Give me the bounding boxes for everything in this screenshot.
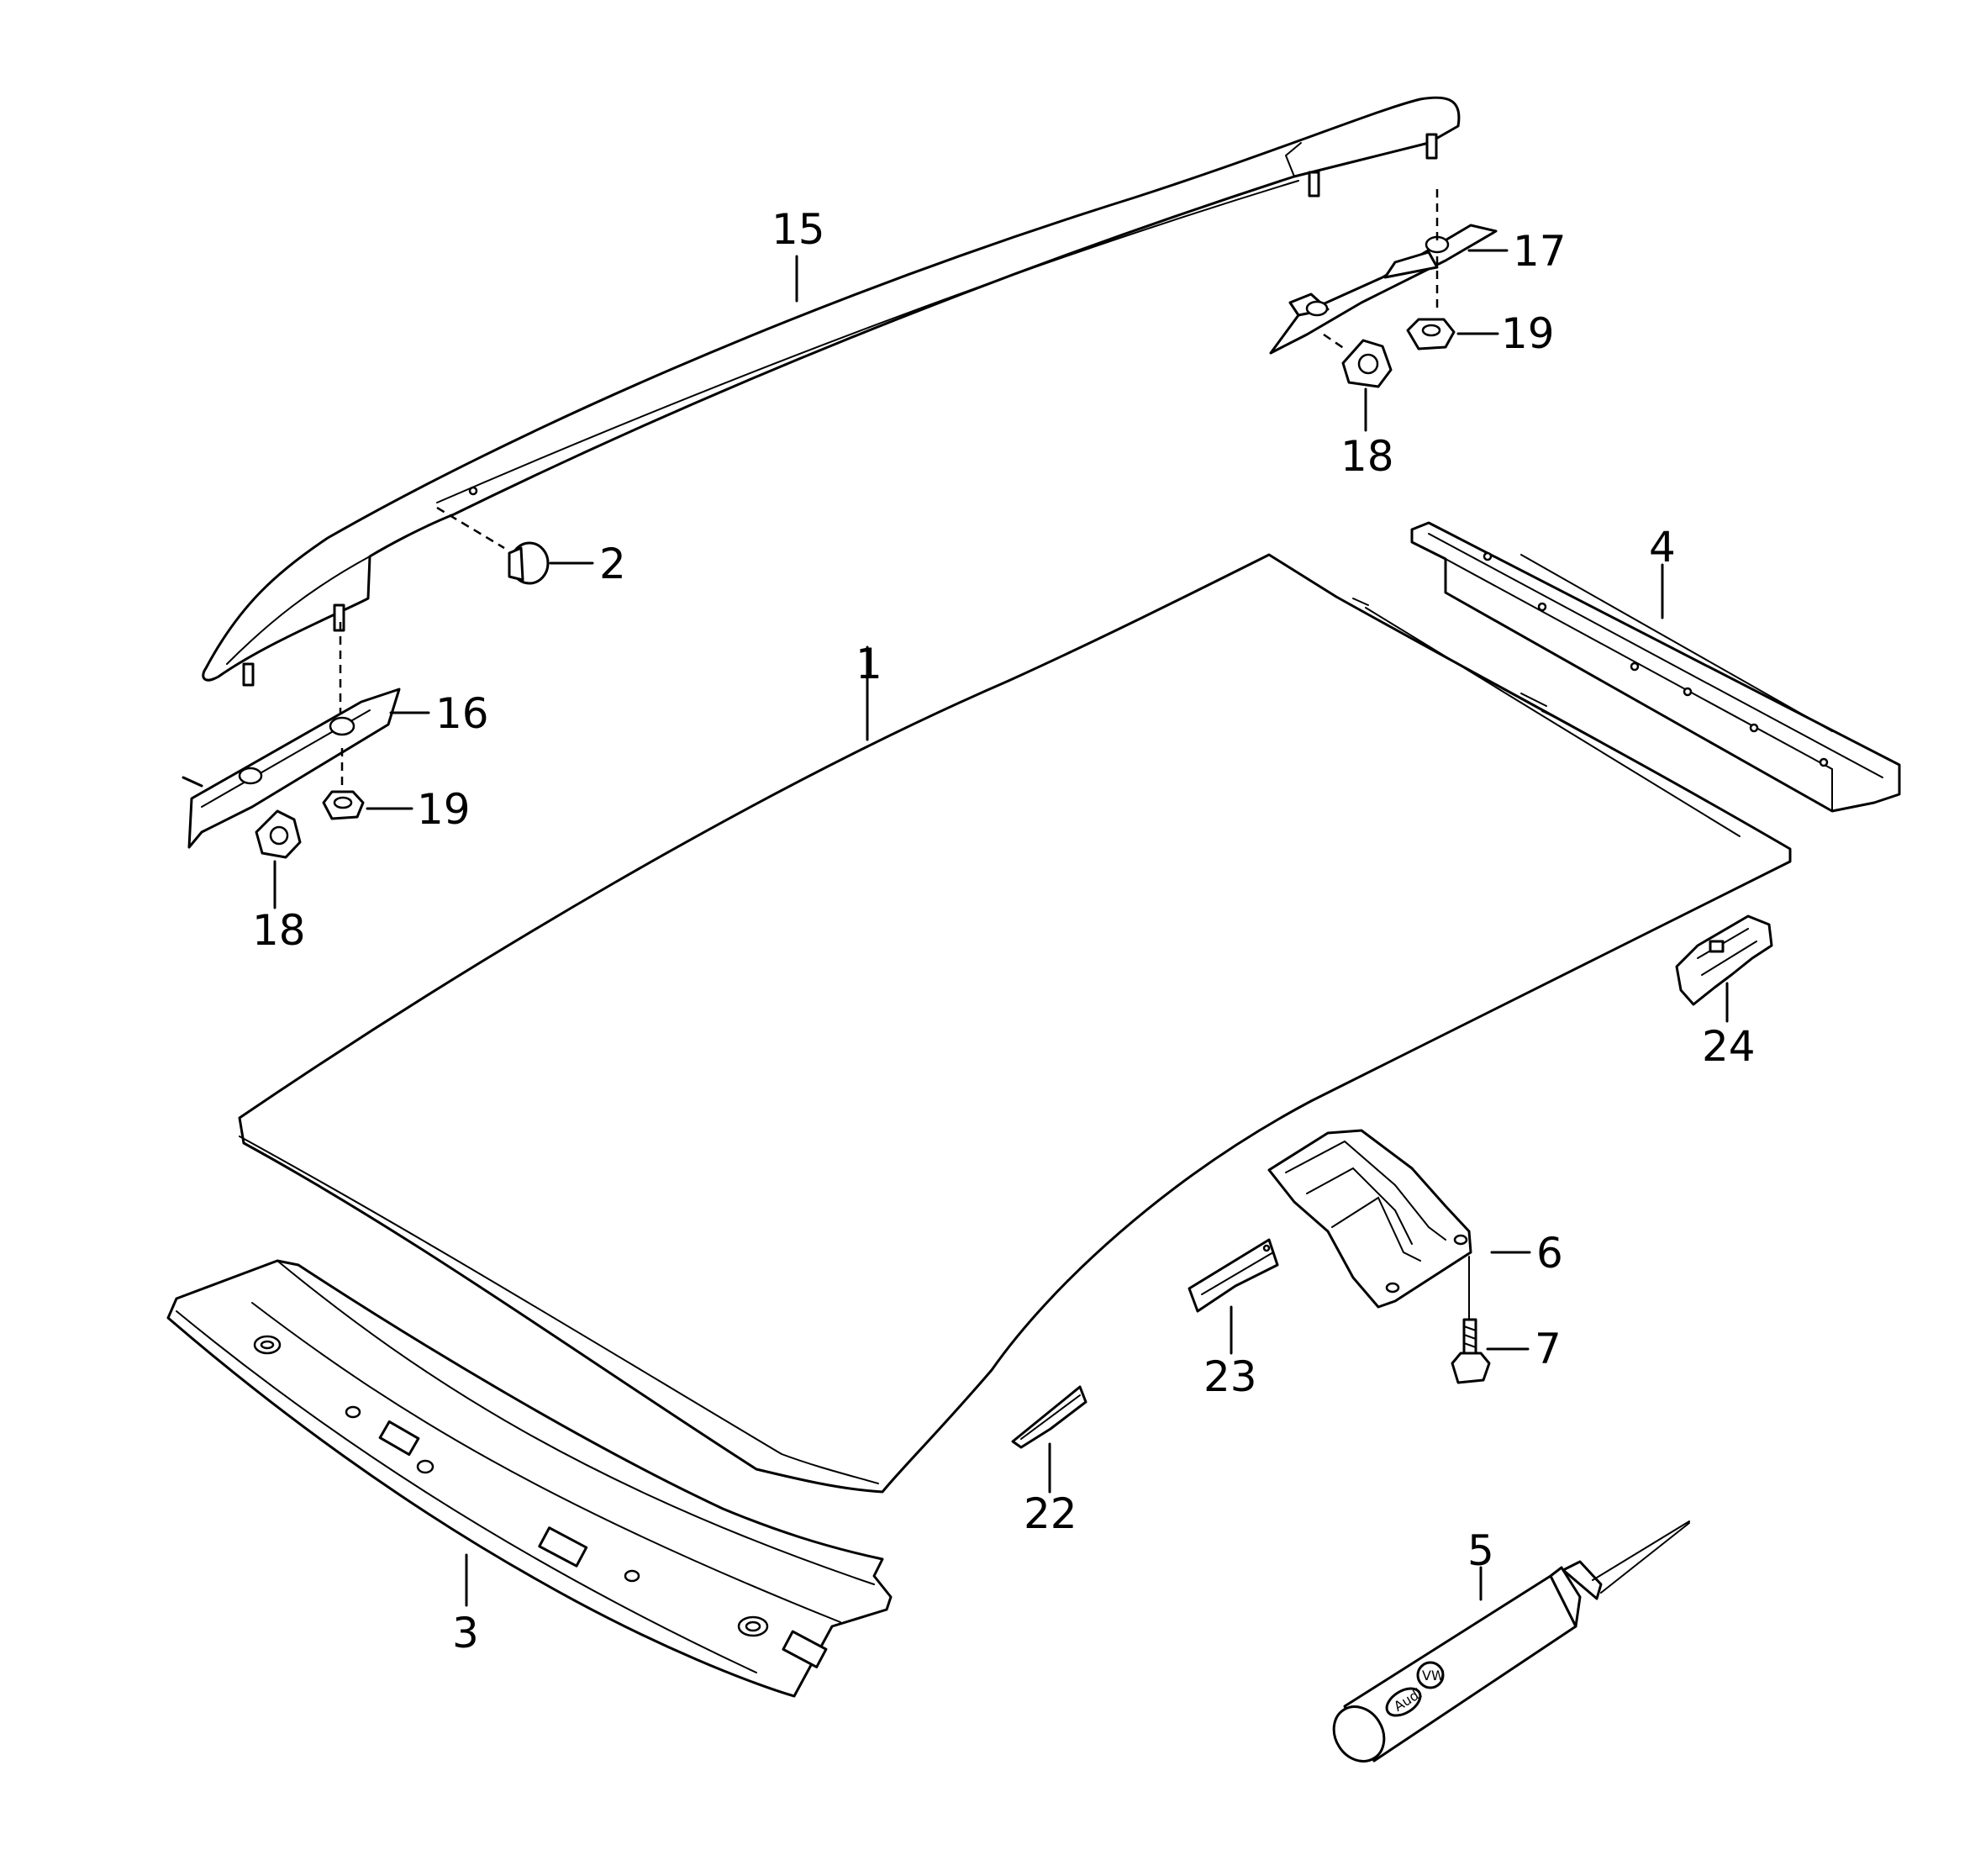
- callout-17: 17: [1513, 227, 1567, 276]
- part-18-nut-left: [255, 809, 302, 909]
- part-4-side-rail: [1410, 521, 1901, 813]
- part-24-clip: [1675, 914, 1773, 1023]
- part-19-nut-right: [1406, 256, 1499, 350]
- callout-23: 23: [1203, 1352, 1257, 1401]
- brand-logo-b: VW: [1422, 1668, 1445, 1684]
- part-16-bracket: [182, 622, 430, 849]
- part-2-plug: [436, 506, 594, 585]
- callout-1: 1: [856, 640, 882, 688]
- part-1-roof-panel: [238, 553, 1792, 1494]
- callout-19-right: 19: [1501, 309, 1555, 358]
- callout-5: 5: [1467, 1526, 1494, 1575]
- callout-2: 2: [599, 540, 626, 588]
- callout-7: 7: [1535, 1325, 1562, 1373]
- callout-18-right: 18: [1340, 432, 1394, 481]
- part-3-front-member: [166, 1259, 893, 1698]
- part-5-sealant-cartridge: Audi VW: [1332, 1520, 1690, 1763]
- part-18-nut-right: [1323, 333, 1393, 432]
- callout-19-left: 19: [417, 785, 471, 834]
- callout-16: 16: [435, 689, 489, 738]
- part-15-roof-rail: [202, 96, 1461, 687]
- callout-6: 6: [1536, 1229, 1563, 1278]
- part-6-cross-bracket: [1267, 1129, 1531, 1309]
- callout-22: 22: [1024, 1489, 1077, 1538]
- callout-18-left: 18: [252, 906, 306, 955]
- part-23-strip: [1188, 1238, 1279, 1355]
- callout-15: 15: [772, 205, 825, 254]
- part-7-bolt: [1451, 1256, 1530, 1384]
- part-17-bracket: [1269, 189, 1509, 355]
- callout-3: 3: [452, 1609, 479, 1657]
- callout-labels: 1 2 3 4 5 6 7 15 16 17 18 18 19 19 22 23…: [252, 205, 1756, 1657]
- part-19-nut-left: [322, 748, 413, 820]
- callout-24: 24: [1702, 1022, 1756, 1071]
- part-22-strip: [1011, 1385, 1088, 1494]
- callout-4: 4: [1649, 523, 1676, 572]
